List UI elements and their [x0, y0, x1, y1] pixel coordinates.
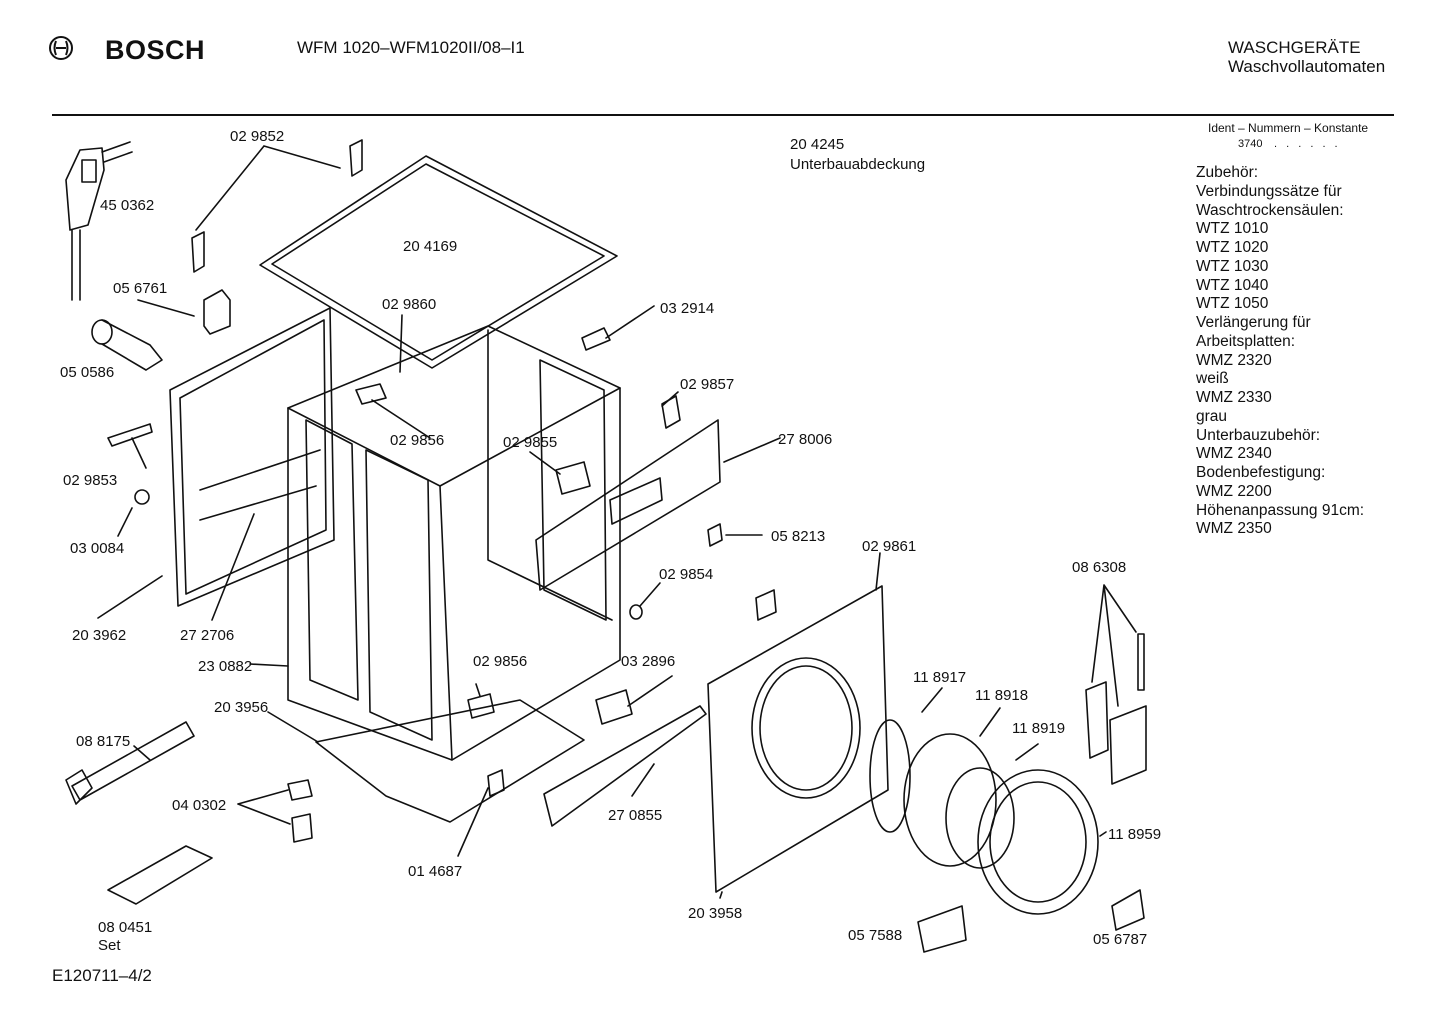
accessory-line: Verbindungssätze für [1196, 182, 1342, 200]
part-label: 05 8213 [771, 528, 825, 545]
accessory-line: Unterbauzubehör: [1196, 426, 1321, 444]
part-label: 20 3956 [214, 699, 268, 716]
part-label: 01 4687 [408, 863, 462, 880]
part-label: 11 8959 [1108, 826, 1161, 843]
part-label: 03 2896 [621, 653, 675, 670]
control-panel-frame [535, 419, 721, 591]
ident-number: 3740 [1238, 138, 1263, 150]
part-label: 08 0451 [98, 919, 152, 936]
part-label: 05 6761 [113, 280, 167, 297]
part-label: 02 9855 [503, 434, 557, 451]
accessory-line: weiß [1196, 370, 1229, 388]
part-label: 05 0586 [60, 364, 114, 381]
part-label: 05 6787 [1093, 931, 1147, 948]
part-label: 27 8006 [778, 431, 832, 448]
accessory-line: WTZ 1040 [1196, 276, 1269, 294]
main-cabinet [287, 325, 621, 761]
bolt-icon [291, 813, 313, 843]
clip-part [203, 289, 231, 335]
door-glass [945, 767, 1015, 869]
accessory-line: WMZ 2350 [1196, 520, 1272, 538]
note-part-number: 20 4245 [790, 136, 844, 153]
door-frame-inner [903, 733, 997, 867]
hinge-part [1085, 681, 1147, 785]
drawing-id: E120711–4/2 [52, 966, 152, 985]
category-title: WASCHGERÄTE [1228, 38, 1361, 57]
part-label: 08 6308 [1072, 559, 1126, 576]
part-label-note: Set [98, 937, 121, 954]
bosch-logo-icon [49, 36, 73, 60]
part-label: 27 0855 [608, 807, 662, 824]
accessory-line: Verlängerung für [1196, 314, 1311, 331]
wrench-icon [65, 721, 195, 805]
part-label: 04 0302 [172, 797, 226, 814]
part-label: 02 9856 [473, 653, 527, 670]
part-label: 20 3958 [688, 905, 742, 922]
part-label: 02 9853 [63, 472, 117, 489]
nut-icon [287, 779, 313, 801]
accessory-line: grau [1196, 407, 1228, 425]
accessory-line: Bodenbefestigung: [1196, 464, 1326, 481]
part-label: 20 4169 [403, 238, 457, 255]
note-part-name: Unterbauabdeckung [790, 156, 925, 173]
accessory-line: WMZ 2340 [1196, 445, 1272, 463]
part-label: 02 9860 [382, 296, 436, 313]
part-label: 11 8917 [913, 669, 966, 686]
accessory-line: WTZ 1030 [1196, 257, 1269, 275]
accessory-line: Höhenanpassung 91cm: [1196, 501, 1365, 519]
accessory-line: WMZ 2320 [1196, 351, 1272, 369]
base-plate [315, 699, 585, 823]
top-cover-panel [259, 155, 618, 369]
accessory-line: WMZ 2330 [1196, 389, 1272, 406]
door-frame-outer [977, 769, 1099, 915]
part-label: 11 8919 [1012, 720, 1065, 737]
part-label: 23 0882 [198, 658, 252, 675]
model-number: WFM 1020–WFM1020II/08–I1 [297, 38, 525, 57]
page-header: BOSCH WFM 1020–WFM1020II/08–I1 WASCHGERÄ… [0, 0, 1442, 150]
rear-panel [169, 307, 335, 607]
shim-part [107, 845, 213, 905]
part-label: 02 9852 [230, 128, 284, 145]
part-label: 02 9854 [659, 566, 713, 583]
accessory-line: WTZ 1010 [1196, 220, 1269, 238]
part-label: 02 9857 [680, 376, 734, 393]
accessory-line: Waschtrockensäulen: [1196, 201, 1344, 219]
part-label: 02 9856 [390, 432, 444, 449]
part-label: 03 2914 [660, 300, 714, 317]
front-door-panel [707, 585, 889, 893]
bracket-part [191, 139, 363, 273]
part-labels: 02 9852 45 0362 20 4169 05 6761 02 9860 … [60, 128, 1161, 954]
part-label: 27 2706 [180, 627, 234, 644]
part-label: 05 7588 [848, 927, 902, 944]
accessory-line: WTZ 1050 [1196, 295, 1269, 313]
header-divider [52, 114, 1394, 116]
part-label: 45 0362 [100, 197, 154, 214]
part-label: 08 8175 [76, 733, 130, 750]
category-subtitle: Waschvollautomaten [1228, 57, 1386, 76]
part-label: 20 3962 [72, 627, 126, 644]
hose-connector-icon [91, 319, 163, 371]
part-label: 03 0084 [70, 540, 124, 557]
part-label: 11 8918 [975, 687, 1028, 704]
accessory-line: WTZ 1020 [1196, 239, 1269, 256]
ident-label: Ident – Nummern – Konstante [1208, 121, 1369, 135]
exploded-parts-diagram: 02 9852 45 0362 20 4169 05 6761 02 9860 … [60, 128, 1161, 954]
door-seal-ring [869, 719, 911, 833]
accessory-line: WMZ 2200 [1196, 482, 1272, 500]
brand-name: BOSCH [105, 35, 206, 65]
ident-dots: . . . . . . [1274, 138, 1341, 150]
accessory-line: Zubehör: [1196, 164, 1259, 181]
accessory-line: Arbeitsplatten: [1196, 332, 1296, 350]
part-label: 02 9861 [862, 538, 916, 555]
power-plug-icon [65, 141, 133, 301]
door-strip [543, 705, 707, 827]
